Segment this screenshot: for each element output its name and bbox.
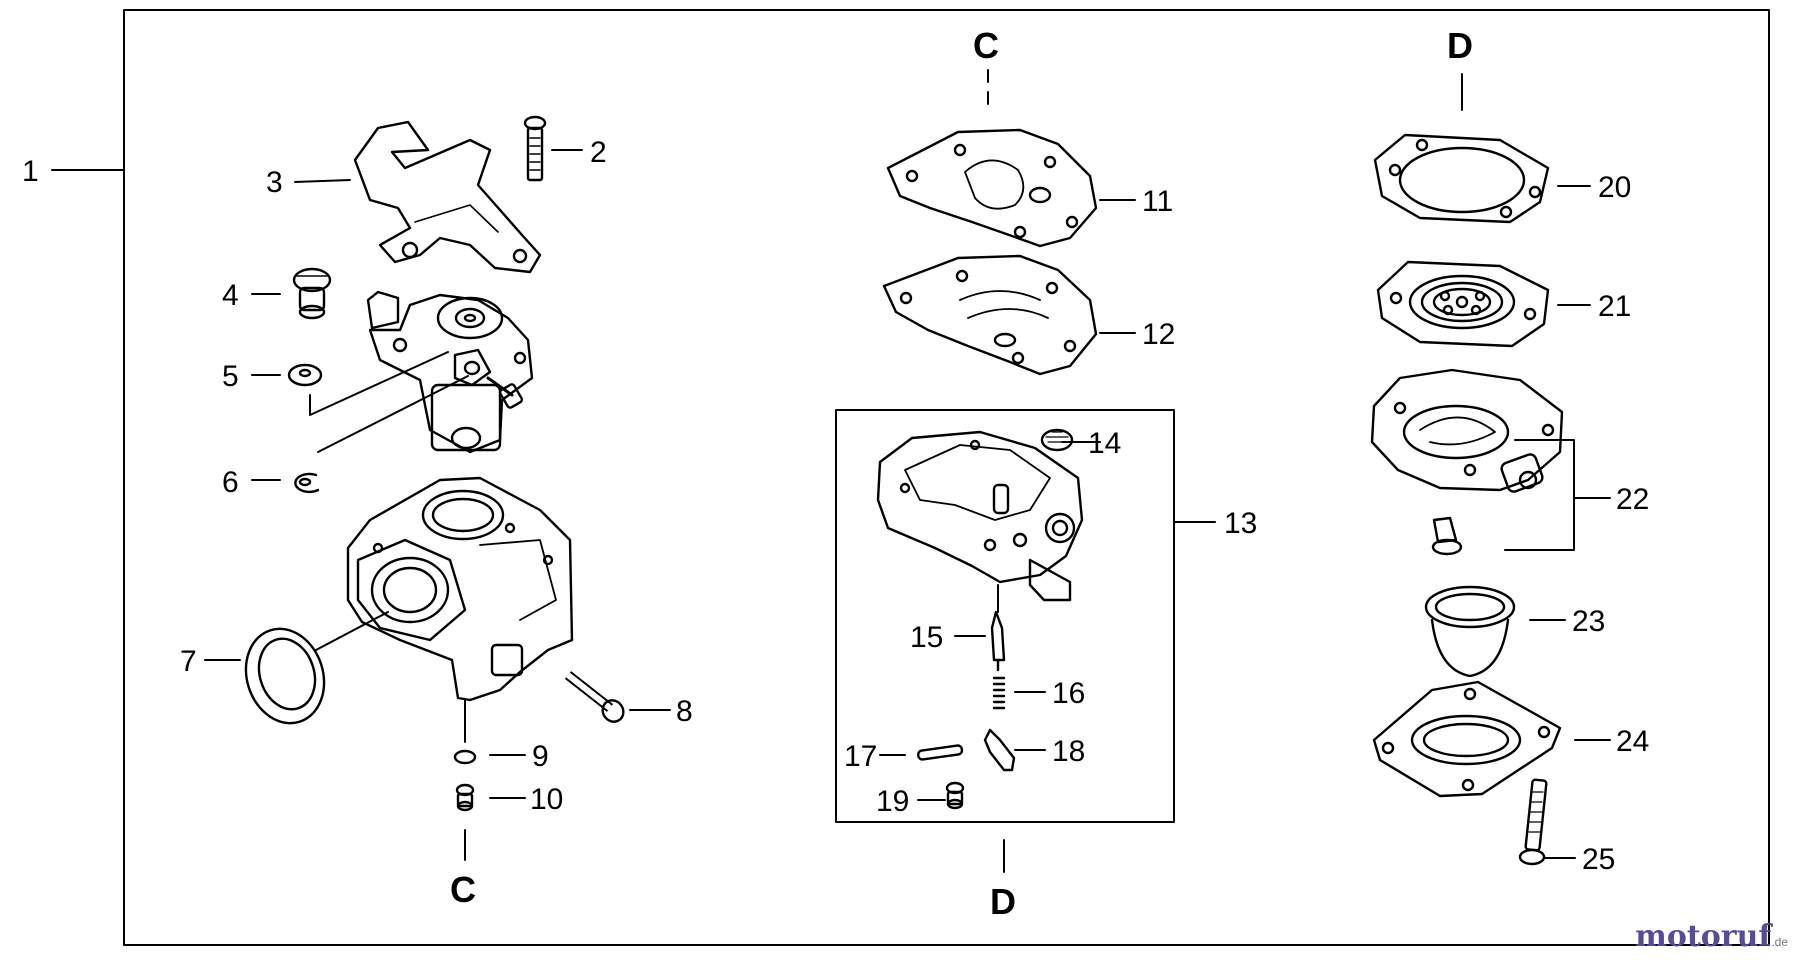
o-ring-9 bbox=[453, 749, 477, 765]
metering-body-13 bbox=[876, 430, 1084, 602]
pump-body-22 bbox=[1370, 368, 1564, 493]
label-23: 23 bbox=[1572, 605, 1605, 638]
callout-labels: 1 2 3 4 5 6 7 8 9 10 11 12 13 14 15 16 1… bbox=[22, 136, 1649, 876]
gasket-12 bbox=[882, 254, 1098, 376]
clip-6 bbox=[294, 472, 320, 494]
label-6: 6 bbox=[222, 466, 239, 499]
throttle-body bbox=[366, 290, 534, 454]
gasket-20 bbox=[1373, 133, 1550, 224]
label-8: 8 bbox=[676, 695, 693, 728]
screw-10 bbox=[455, 783, 475, 812]
check-valve-22 bbox=[1431, 516, 1463, 556]
label-12: 12 bbox=[1142, 318, 1175, 351]
connector-c-top: C bbox=[973, 25, 999, 66]
label-2: 2 bbox=[590, 136, 607, 169]
label-4: 4 bbox=[222, 279, 239, 312]
label-24: 24 bbox=[1616, 725, 1649, 758]
label-11: 11 bbox=[1142, 185, 1173, 218]
connector-d-top: D bbox=[1447, 25, 1473, 66]
gasket-11 bbox=[886, 128, 1098, 248]
filter-screen-14 bbox=[1040, 428, 1074, 452]
watermark-logo: motoruf.de bbox=[1635, 919, 1788, 954]
screw-19 bbox=[945, 781, 965, 810]
spring-16 bbox=[992, 676, 1006, 710]
label-3: 3 bbox=[266, 166, 283, 199]
washer-5 bbox=[287, 363, 323, 387]
needle-15 bbox=[990, 610, 1006, 672]
label-10: 10 bbox=[530, 783, 563, 816]
subassembly-box-13 bbox=[835, 409, 1175, 823]
label-19: 19 bbox=[876, 785, 909, 818]
outer-frame bbox=[123, 9, 1770, 946]
label-14: 14 bbox=[1088, 427, 1121, 460]
cover-plate-24 bbox=[1372, 680, 1562, 798]
label-9: 9 bbox=[532, 740, 549, 773]
gasket-ring-7 bbox=[244, 627, 326, 725]
label-25: 25 bbox=[1582, 843, 1615, 876]
connector-labels: C D C D bbox=[450, 25, 1473, 922]
connector-d-bottom: D bbox=[990, 881, 1016, 922]
label-7: 7 bbox=[180, 645, 197, 678]
leader-lines bbox=[51, 69, 1611, 873]
lever-18 bbox=[983, 728, 1016, 772]
connector-c-bottom: C bbox=[450, 869, 476, 910]
screw-2 bbox=[523, 115, 547, 182]
watermark-text: motoruf bbox=[1635, 919, 1772, 954]
label-20: 20 bbox=[1598, 171, 1631, 204]
screw-25 bbox=[1518, 778, 1548, 866]
label-21: 21 bbox=[1598, 290, 1631, 323]
bracket-plate-3 bbox=[353, 120, 542, 274]
label-1: 1 bbox=[22, 155, 39, 188]
screw-4 bbox=[292, 267, 332, 320]
diaphragm-21 bbox=[1376, 260, 1550, 348]
carburetor-body bbox=[346, 476, 574, 702]
pin-17 bbox=[916, 744, 964, 761]
label-18: 18 bbox=[1052, 735, 1085, 768]
watermark-suffix: .de bbox=[1771, 935, 1788, 949]
label-5: 5 bbox=[222, 360, 239, 393]
label-22: 22 bbox=[1616, 483, 1649, 516]
label-15: 15 bbox=[910, 621, 943, 654]
label-16: 16 bbox=[1052, 677, 1085, 710]
primer-bulb-23 bbox=[1424, 585, 1516, 678]
label-13: 13 bbox=[1224, 507, 1257, 540]
label-17: 17 bbox=[844, 740, 877, 773]
screw-8 bbox=[564, 671, 625, 723]
